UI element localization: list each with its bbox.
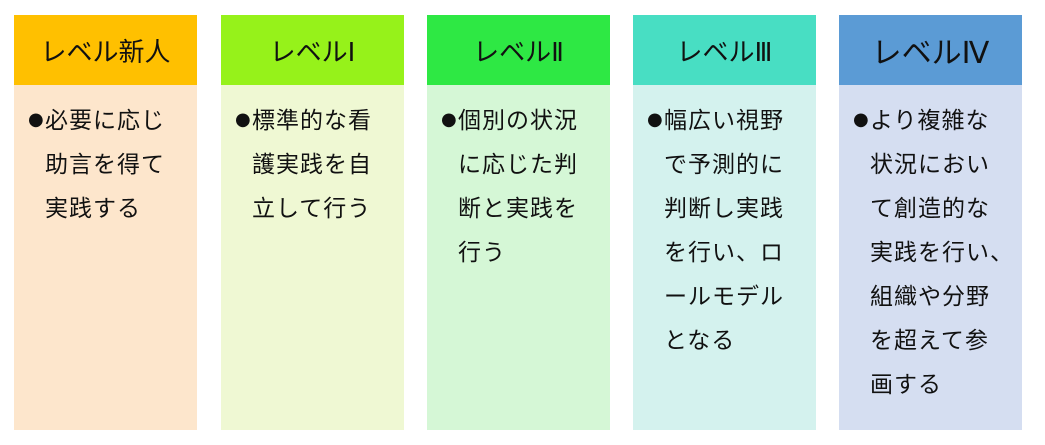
description-line: ールモデル (664, 284, 784, 310)
level-column: レベルⅣ ● より複雑な状況において創造的な実践を行い、組織や分野を超えて参画す… (839, 15, 1022, 430)
level-title: レベルⅡ (473, 37, 564, 68)
description-line: に応じた判 (458, 152, 578, 178)
bullet-icon: ● (853, 109, 869, 130)
description-line: 幅広い視野 (664, 108, 784, 134)
description-line: 護実践を自 (252, 152, 372, 178)
level-title: レベルⅣ (871, 36, 990, 71)
description-line: 判断し実践 (664, 196, 784, 222)
level-column: レベル新人 ● 必要に応じ助言を得て実践する (14, 15, 197, 430)
level-description: ● 標準的な看護実践を自立して行う (221, 85, 404, 430)
level-header: レベルⅢ (633, 15, 816, 85)
bullet-icon: ● (235, 109, 251, 130)
description-line: 立して行う (252, 196, 372, 222)
bullet-icon: ● (441, 109, 457, 130)
description-line: 実践を行い、 (870, 240, 1014, 266)
description-line: 必要に応じ (45, 108, 165, 134)
description-line: 画する (870, 372, 942, 398)
level-description: ● 幅広い視野で予測的に判断し実践を行い、ロールモデルとなる (633, 85, 816, 430)
level-description: ● より複雑な状況において創造的な実践を行い、組織や分野を超えて参画する (839, 85, 1022, 430)
description-line: より複雑な (870, 108, 990, 134)
bullet-icon: ● (28, 109, 44, 130)
description-line: 状況におい (870, 152, 990, 178)
level-title: レベルⅠ (269, 37, 356, 68)
level-column: レベルⅢ ● 幅広い視野で予測的に判断し実践を行い、ロールモデルとなる (633, 15, 816, 430)
level-description: ● 必要に応じ助言を得て実践する (14, 85, 197, 430)
level-title: レベルⅢ (676, 37, 773, 68)
description-line: で予測的に (664, 152, 784, 178)
description-line: 標準的な看 (252, 108, 372, 134)
level-header: レベル新人 (14, 15, 197, 85)
description-line: 組織や分野 (870, 284, 990, 310)
description-line: 実践する (45, 196, 141, 222)
description-line: 断と実践を (458, 196, 578, 222)
description-line: 助言を得て (45, 152, 165, 178)
description-line: となる (664, 328, 736, 354)
bullet-icon: ● (647, 109, 663, 130)
level-header: レベルⅡ (427, 15, 610, 85)
description-line: 個別の状況 (458, 108, 578, 134)
description-line: を行い、ロ (664, 240, 784, 266)
description-line: て創造的な (870, 196, 990, 222)
description-line: 行う (458, 240, 506, 266)
level-description: ● 個別の状況に応じた判断と実践を行う (427, 85, 610, 430)
description-line: を超えて参 (870, 328, 989, 354)
level-header: レベルⅠ (221, 15, 404, 85)
level-column: レベルⅡ ● 個別の状況に応じた判断と実践を行う (427, 15, 610, 430)
level-header: レベルⅣ (839, 15, 1022, 85)
level-title: レベル新人 (40, 37, 171, 68)
level-column: レベルⅠ ● 標準的な看護実践を自立して行う (221, 15, 404, 430)
